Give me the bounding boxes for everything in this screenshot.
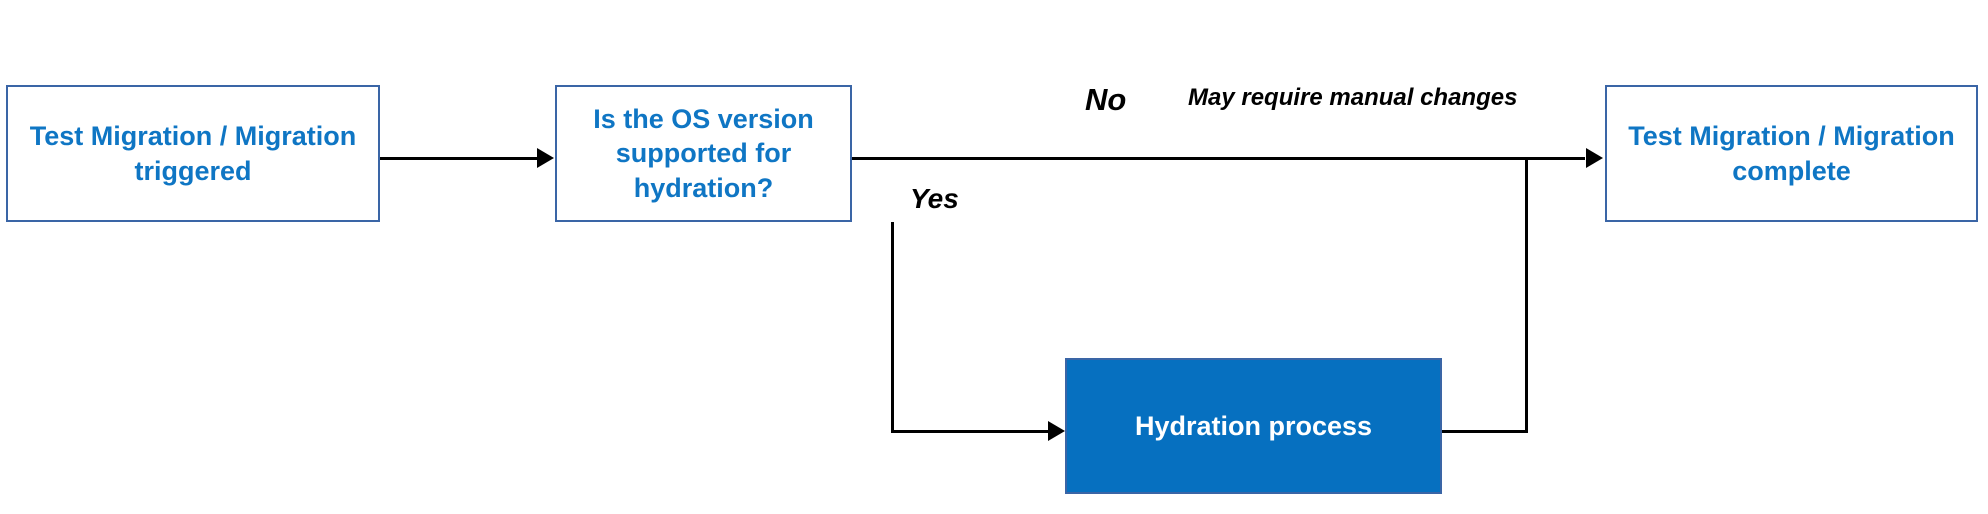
annotation-may-require-manual-changes: May require manual changes	[1188, 84, 1518, 111]
node-label: Is the OS version supported for hydratio…	[593, 103, 814, 203]
node-test-migration-complete[interactable]: Test Migration / Migration complete	[1605, 85, 1978, 222]
node-label: Test Migration / Migration triggered	[29, 120, 357, 186]
edge-hydration-to-junction-horizontal-line	[1442, 430, 1527, 433]
edge-decision-yes-to-hydration-arrowhead-icon	[1048, 421, 1065, 441]
edge-decision-no-to-end-arrowhead-icon	[1586, 148, 1603, 168]
node-test-migration-triggered[interactable]: Test Migration / Migration triggered	[6, 85, 380, 222]
node-label: Hydration process	[1134, 410, 1373, 441]
edge-start-to-decision-line	[380, 157, 537, 160]
edge-decision-yes-vertical-line	[891, 222, 894, 431]
edge-decision-no-to-end-line	[852, 157, 1585, 160]
node-label: Test Migration / Migration complete	[1628, 120, 1955, 186]
edge-start-to-decision-arrowhead-icon	[537, 148, 554, 168]
node-hydration-process[interactable]: Hydration process	[1065, 358, 1442, 494]
edge-label-no: No	[1085, 82, 1127, 117]
node-os-version-supported-decision[interactable]: Is the OS version supported for hydratio…	[555, 85, 852, 222]
edge-hydration-to-end-vertical-line	[1525, 157, 1528, 433]
edge-label-yes: Yes	[910, 183, 959, 214]
edge-decision-yes-horizontal-line	[891, 430, 1048, 433]
